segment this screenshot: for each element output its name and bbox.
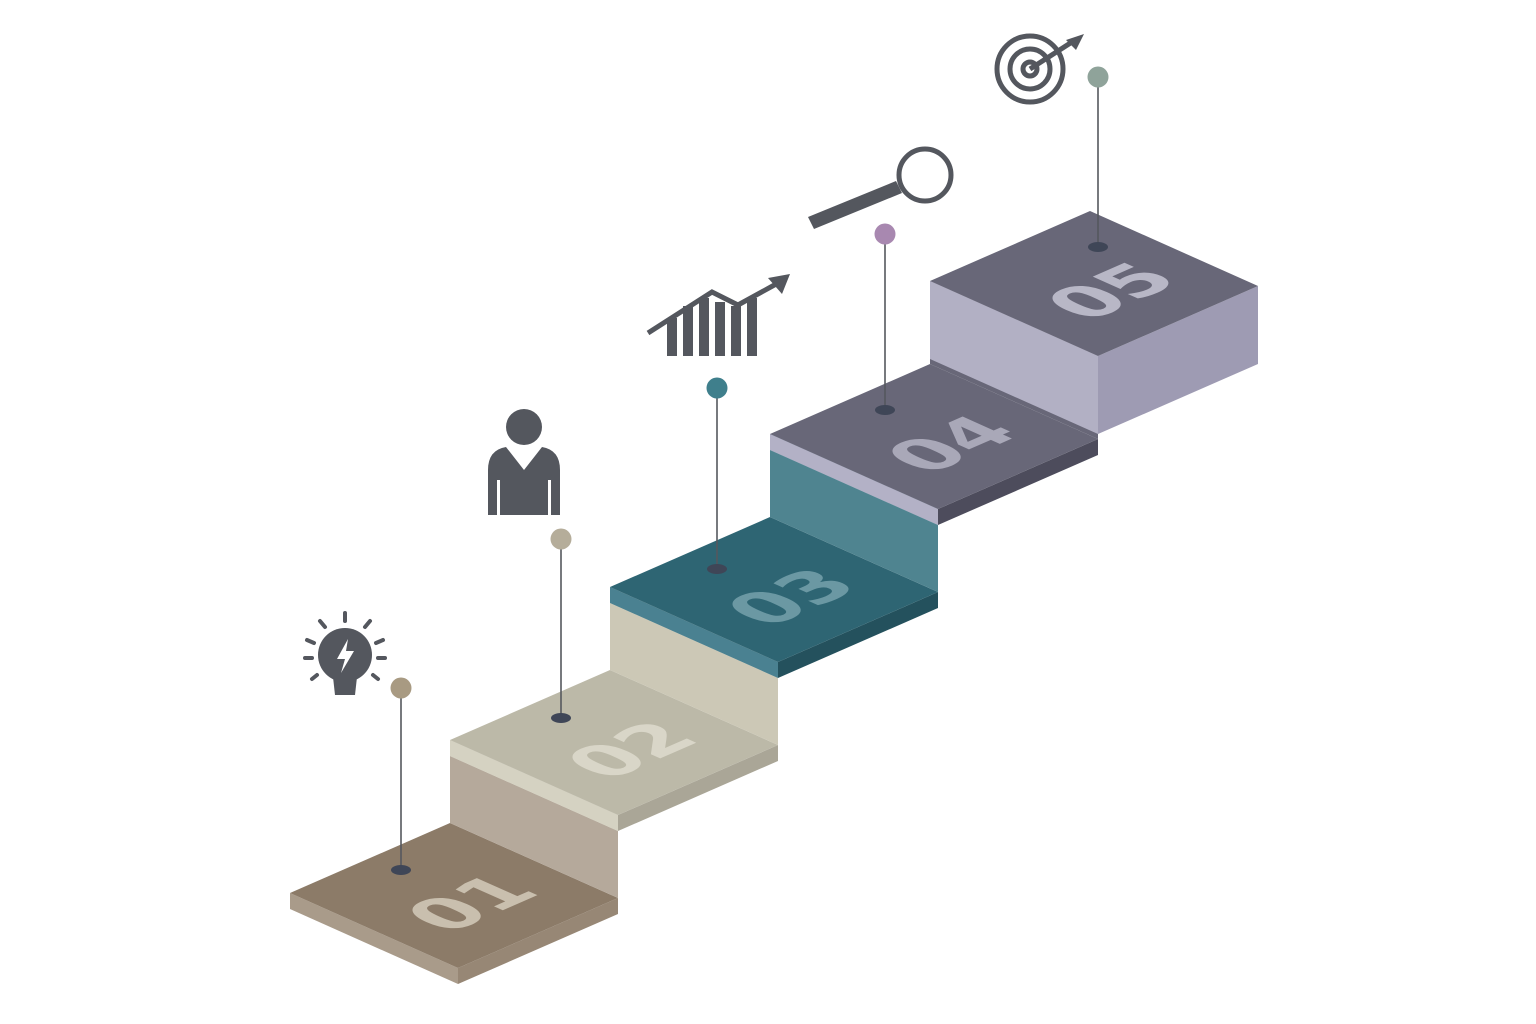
step-side-face	[938, 439, 1098, 525]
step-top-face	[450, 670, 778, 815]
step-pin-04	[874, 223, 896, 415]
pin-base	[551, 713, 571, 723]
step-side-face	[618, 745, 778, 831]
step-04: 04	[770, 364, 1098, 592]
step-front-face	[930, 281, 1098, 434]
person-icon	[488, 409, 560, 515]
step-top-face	[290, 823, 618, 968]
pins-layer	[390, 66, 1109, 875]
step-pin-01	[390, 677, 412, 875]
step-front-face	[290, 893, 458, 984]
pin-base	[707, 564, 727, 574]
step-top-face	[770, 364, 1098, 509]
step-top-face	[610, 517, 938, 662]
step-pin-05	[1087, 66, 1109, 252]
step-pin-02	[550, 528, 572, 723]
step-side-face	[458, 898, 618, 984]
pin-dot	[390, 677, 412, 699]
step-side-face	[1098, 286, 1258, 434]
magnifier-icon	[808, 146, 954, 229]
step-top-face	[930, 211, 1258, 356]
step-01: 01	[290, 823, 618, 984]
step-05: 05	[930, 211, 1258, 439]
pin-dot	[550, 528, 572, 550]
step-03: 03	[610, 517, 938, 745]
step-riser	[770, 450, 938, 592]
pin-dot	[874, 223, 896, 245]
step-pin-03	[706, 377, 728, 574]
step-riser	[450, 756, 618, 898]
pin-base	[391, 865, 411, 875]
step-front-face	[610, 587, 778, 678]
growth-chart-icon	[646, 274, 790, 356]
pin-dot	[706, 377, 728, 399]
step-side-face	[778, 592, 938, 678]
pin-dot	[1087, 66, 1109, 88]
icons-layer	[303, 33, 1084, 695]
step-riser	[610, 603, 778, 745]
step-front-face	[770, 434, 938, 525]
lightbulb-icon	[303, 611, 387, 695]
target-icon	[994, 33, 1084, 105]
step-02: 02	[450, 670, 778, 898]
pin-base	[1088, 242, 1108, 252]
pin-base	[875, 405, 895, 415]
step-front-face	[450, 740, 618, 831]
